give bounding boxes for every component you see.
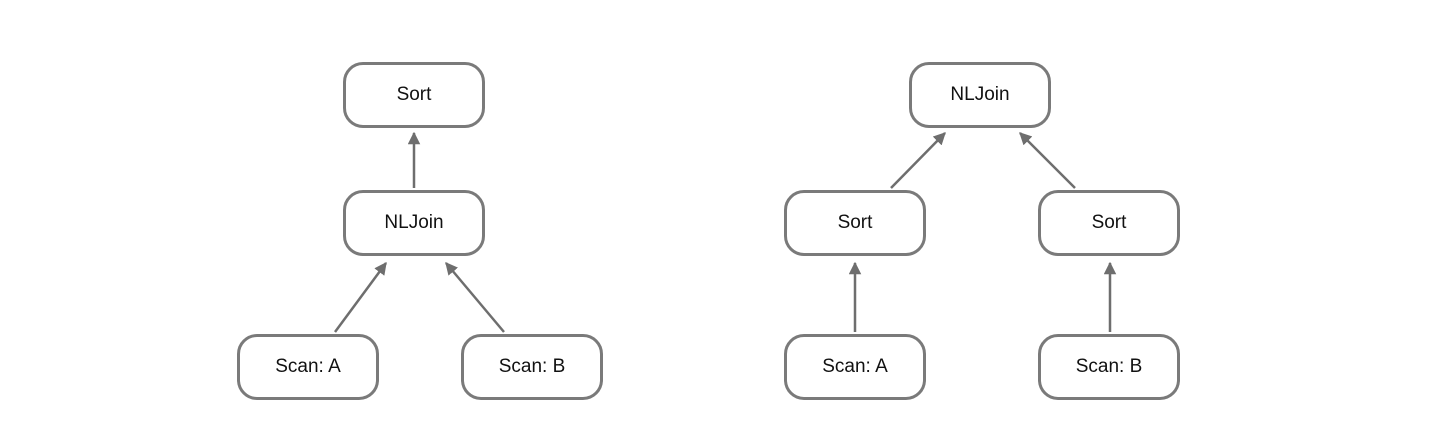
- left-nljoin-node: NLJoin: [343, 190, 485, 256]
- right-scan-b-node: Scan: B: [1038, 334, 1180, 400]
- edge-left-scan-a-to-join: [333, 261, 388, 333]
- left-scan-b-node: Scan: B: [461, 334, 603, 400]
- right-sort-a-node: Sort: [784, 190, 926, 256]
- right-nljoin-node: NLJoin: [909, 62, 1051, 128]
- node-label: Sort: [396, 84, 432, 105]
- edge-left-scan-b-to-join: [445, 262, 505, 333]
- node-label: Scan: B: [498, 356, 566, 377]
- edge-right-sort-b-to-join: [1019, 132, 1076, 189]
- node-label: NLJoin: [384, 212, 444, 233]
- node-label: Scan: A: [822, 356, 888, 377]
- left-scan-a-node: Scan: A: [237, 334, 379, 400]
- node-label: Scan: B: [1075, 356, 1143, 377]
- right-sort-b-node: Sort: [1038, 190, 1180, 256]
- right-scan-a-node: Scan: A: [784, 334, 926, 400]
- node-label: Scan: A: [275, 356, 341, 377]
- edge-right-sort-a-to-join: [890, 132, 946, 189]
- left-sort-node: Sort: [343, 62, 485, 128]
- node-label: Sort: [837, 212, 873, 233]
- node-label: NLJoin: [950, 84, 1010, 105]
- node-label: Sort: [1091, 212, 1127, 233]
